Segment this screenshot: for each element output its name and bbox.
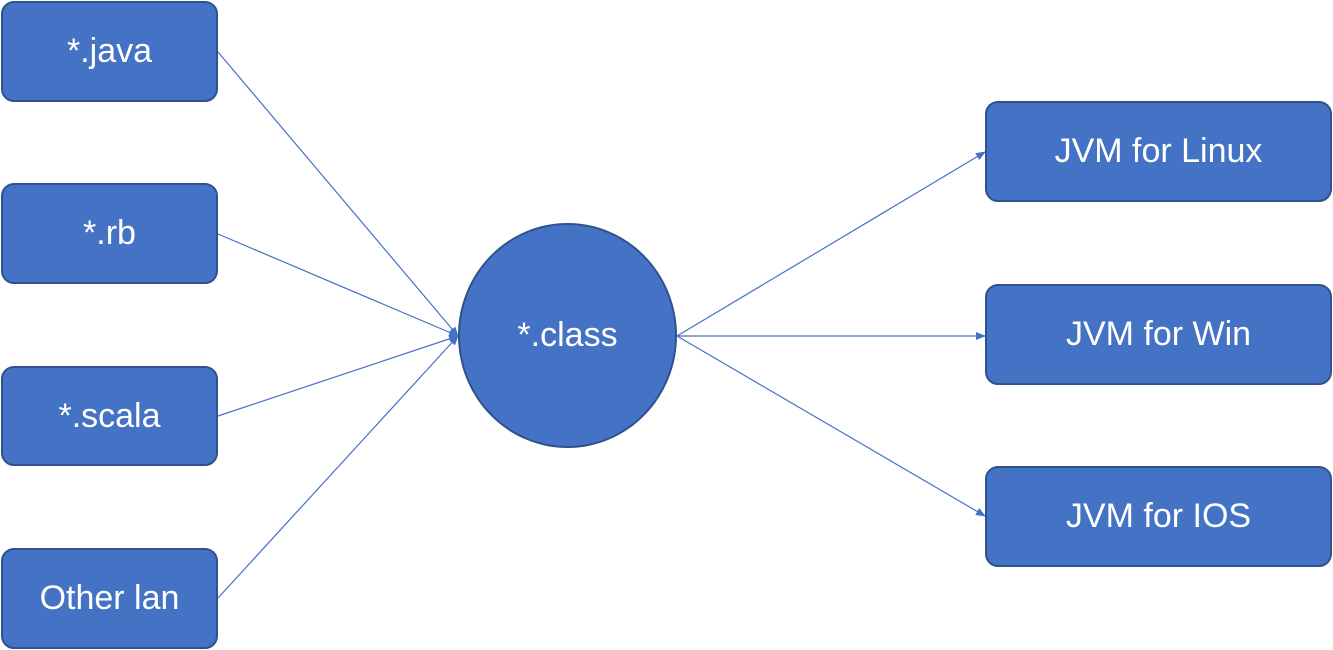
- edge-java-to-class: [217, 51, 459, 337]
- edge-other-to-class: [217, 335, 459, 599]
- node-label: JVM for Linux: [1054, 132, 1263, 170]
- node-java-source: *.java: [1, 1, 218, 102]
- node-label: JVM for IOS: [1065, 497, 1252, 535]
- node-jvm-linux: JVM for Linux: [985, 101, 1332, 202]
- node-label: JVM for Win: [1065, 315, 1252, 353]
- edge-class-to-linux: [676, 151, 986, 337]
- edge-class-to-ios: [676, 335, 986, 517]
- edge-scala-to-class: [217, 335, 459, 417]
- node-class-bytecode: *.class: [458, 223, 677, 448]
- node-label: *.scala: [58, 396, 161, 435]
- node-jvm-ios: JVM for IOS: [985, 466, 1332, 567]
- node-jvm-windows: JVM for Win: [985, 284, 1332, 385]
- node-scala-source: *.scala: [1, 366, 218, 466]
- node-label: Other lan: [39, 579, 180, 617]
- node-label: *.class: [517, 316, 618, 354]
- node-label: *.java: [66, 32, 153, 70]
- node-ruby-source: *.rb: [1, 183, 218, 284]
- node-label: *.rb: [83, 214, 136, 252]
- node-other-source: Other lan: [1, 548, 218, 649]
- edge-rb-to-class: [217, 233, 459, 337]
